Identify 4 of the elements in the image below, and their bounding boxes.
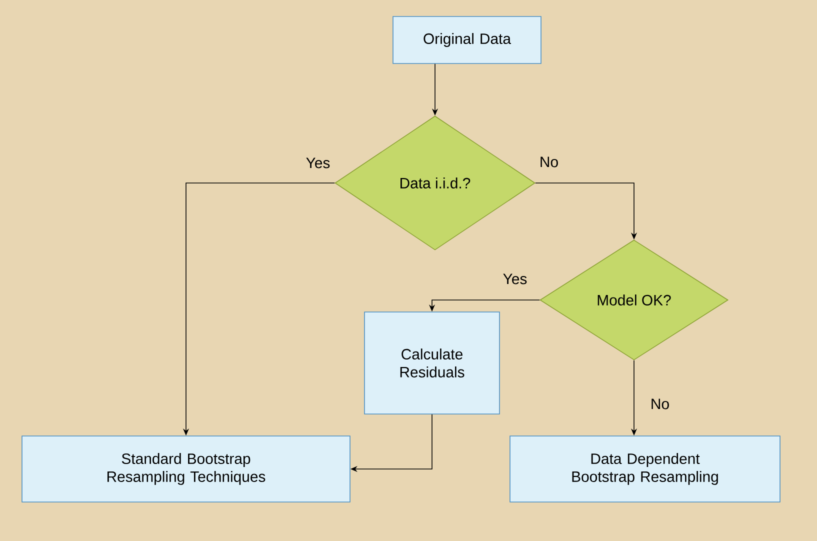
process-box: Data Dependent Bootstrap Resampling xyxy=(510,436,780,502)
process-box: Original Data xyxy=(392,16,542,64)
process-box: Calculate Residuals xyxy=(364,312,500,414)
process-box: Standard Bootstrap Resampling Techniques xyxy=(22,436,350,502)
